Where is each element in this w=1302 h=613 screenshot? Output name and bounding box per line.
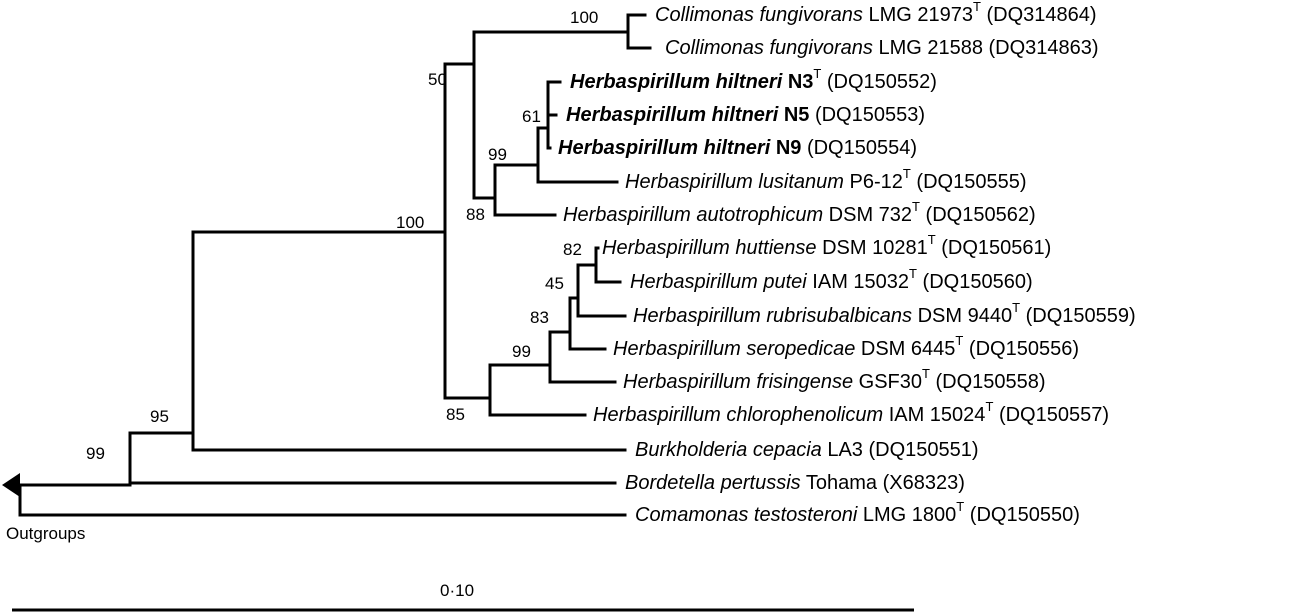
species-name: Herbaspirillum hiltneri	[566, 104, 779, 126]
species-name: Herbaspirillum chlorophenolicum	[593, 404, 884, 426]
type-strain-superscript: T	[985, 399, 994, 415]
bootstrap-value: 95	[150, 407, 169, 426]
outgroup-label: Outgroups	[6, 524, 86, 543]
branch-root	[18, 483, 627, 517]
strain-name: DSM 10281	[816, 237, 928, 259]
bootstrap-value: 99	[86, 444, 105, 463]
type-strain-superscript: T	[956, 499, 965, 515]
strain-name: N3	[782, 71, 814, 93]
taxon-label: Burkholderia cepacia LA3 (DQ150551)	[635, 438, 979, 462]
taxon-label: Herbaspirillum frisingense GSF30T (DQ150…	[623, 367, 1046, 394]
species-name: Herbaspirillum frisingense	[623, 371, 854, 393]
taxon-label: Herbaspirillum seropedicae DSM 6445T (DQ…	[613, 334, 1079, 361]
strain-name: Tohama	[800, 472, 878, 494]
species-name: Comamonas testosteroni	[635, 504, 858, 526]
taxon-label: Herbaspirillum hiltneri N9 (DQ150554)	[558, 136, 917, 160]
outgroup-arrow-icon	[2, 473, 20, 497]
species-name: Herbaspirillum lusitanum	[625, 171, 844, 193]
taxon-label: Herbaspirillum lusitanum P6-12T (DQ15055…	[625, 167, 1027, 194]
type-strain-superscript: T	[972, 0, 981, 15]
bootstrap-value: 99	[488, 145, 507, 164]
species-name: Collimonas fungivorans	[665, 37, 873, 59]
strain-name: DSM 6445	[855, 338, 956, 360]
accession-number: (DQ150554)	[801, 137, 918, 159]
accession-number: (X68323)	[877, 472, 965, 494]
type-strain-superscript: T	[955, 333, 964, 349]
strain-name: DSM 9440	[912, 305, 1013, 327]
strain-name: N9	[770, 137, 802, 159]
species-name: Bordetella pertussis	[625, 472, 801, 494]
accession-number: (DQ150560)	[917, 271, 1033, 293]
accession-number: (DQ150550)	[964, 504, 1080, 526]
species-name: Herbaspirillum seropedicae	[613, 338, 856, 360]
strain-name: IAM 15024	[883, 404, 986, 426]
bootstrap-value: 61	[522, 107, 541, 126]
taxon-label: Herbaspirillum rubrisubalbicans DSM 9440…	[633, 301, 1136, 328]
strain-name: P6-12	[843, 171, 903, 193]
accession-number: (DQ150558)	[929, 371, 1046, 393]
strain-name: LMG 21973	[862, 4, 973, 26]
accession-number: (DQ150552)	[821, 71, 937, 93]
taxon-label: Herbaspirillum hiltneri N5 (DQ150553)	[566, 103, 925, 127]
type-strain-superscript: T	[909, 266, 917, 282]
type-strain-superscript: T	[912, 199, 920, 215]
accession-number: (DQ314864)	[980, 4, 1097, 26]
bootstrap-value: 82	[563, 240, 582, 259]
bootstrap-value: 100	[570, 8, 599, 27]
bootstrap-value: 99	[512, 342, 531, 361]
accession-number: (DQ150556)	[963, 338, 1079, 360]
species-name: Herbaspirillum rubrisubalbicans	[633, 305, 913, 327]
scale-label: 0·10	[440, 581, 475, 600]
species-name: Herbaspirillum putei	[630, 271, 807, 293]
taxon-label: Herbaspirillum huttiense DSM 10281T (DQ1…	[602, 233, 1052, 260]
type-strain-superscript: T	[922, 366, 930, 382]
bootstrap-value: 85	[446, 405, 465, 424]
species-name: Herbaspirillum hiltneri	[558, 137, 771, 159]
taxon-label: Comamonas testosteroni LMG 1800T (DQ1505…	[635, 500, 1080, 527]
strain-name: GSF30	[853, 371, 923, 393]
taxon-label: Collimonas fungivorans LMG 21588 (DQ3148…	[665, 36, 1099, 60]
tree-branches	[18, 13, 652, 517]
strain-name: LA3	[821, 439, 863, 461]
taxon-label: Herbaspirillum chlorophenolicum IAM 1502…	[593, 400, 1110, 427]
species-name: Herbaspirillum huttiense	[602, 237, 817, 259]
type-strain-superscript: T	[902, 166, 911, 182]
type-strain-superscript: T	[1012, 300, 1021, 316]
accession-number: (DQ150553)	[809, 104, 926, 126]
strain-name: DSM 732	[823, 204, 913, 226]
accession-number: (DQ150559)	[1020, 305, 1136, 327]
strain-name: LMG 21588	[872, 37, 983, 59]
taxon-label: Herbaspirillum putei IAM 15032T (DQ15056…	[630, 267, 1033, 294]
bootstrap-value: 88	[466, 205, 485, 224]
taxon-label: Bordetella pertussis Tohama (X68323)	[625, 471, 965, 495]
bootstrap-value: 83	[530, 308, 549, 327]
accession-number: (DQ150561)	[935, 237, 1052, 259]
species-name: Burkholderia cepacia	[635, 439, 822, 461]
bootstrap-value: 100	[396, 213, 425, 232]
species-name: Herbaspirillum hiltneri	[570, 71, 783, 93]
strain-name: IAM 15032	[806, 271, 910, 293]
species-name: Herbaspirillum autotrophicum	[563, 204, 824, 226]
type-strain-superscript: T	[927, 232, 936, 248]
bootstrap-value: 45	[545, 274, 564, 293]
accession-number: (DQ314863)	[982, 37, 1099, 59]
taxon-label: Herbaspirillum hiltneri N3T (DQ150552)	[570, 67, 937, 94]
strain-name: N5	[778, 104, 810, 126]
taxon-label: Collimonas fungivorans LMG 21973T (DQ314…	[655, 0, 1097, 27]
type-strain-superscript: T	[813, 66, 822, 82]
accession-number: (DQ150557)	[993, 404, 1110, 426]
bootstrap-value: 50	[428, 70, 447, 89]
strain-name: LMG 1800	[857, 504, 957, 526]
species-name: Collimonas fungivorans	[655, 4, 863, 26]
accession-number: (DQ150562)	[920, 204, 1036, 226]
accession-number: (DQ150551)	[862, 439, 979, 461]
accession-number: (DQ150555)	[910, 171, 1027, 193]
taxon-label: Herbaspirillum autotrophicum DSM 732T (D…	[563, 200, 1036, 227]
